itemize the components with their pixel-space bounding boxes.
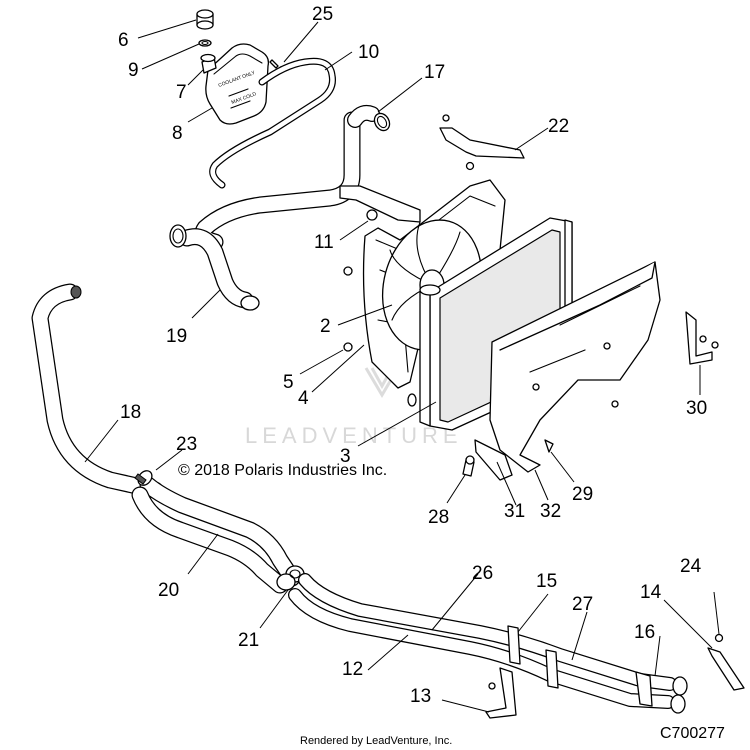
- figure-code: C700277: [660, 725, 725, 742]
- coolant-reservoir: COOLANT ONLY MAX COLD: [200, 43, 270, 125]
- callout-23: 23: [176, 434, 197, 455]
- tube-clamp-27: [545, 649, 559, 689]
- callout-31: 31: [504, 501, 525, 522]
- callout-26: 26: [472, 563, 493, 584]
- fastener-5: [343, 266, 353, 352]
- clip-31: [474, 439, 513, 481]
- hose-clamp-23: [134, 470, 153, 486]
- bracket-30: [685, 311, 719, 365]
- callout-6: 6: [118, 30, 129, 51]
- callout-labels: 25 6 9 10 7 17 8 22 11 19 2 5 4 30 18 3 …: [118, 4, 707, 707]
- callout-28: 28: [428, 507, 449, 528]
- hose-clamp-17: [373, 112, 391, 132]
- bracket-14: [707, 647, 745, 691]
- coolant-tube-12: [288, 588, 688, 714]
- callout-15: 15: [536, 571, 557, 592]
- footer-credit: Rendered by LeadVenture, Inc.: [300, 735, 452, 747]
- callout-11: 11: [314, 232, 334, 253]
- screw-28: [462, 455, 475, 477]
- callout-14: 14: [640, 582, 662, 603]
- hose-bracket: [339, 185, 421, 223]
- tube-clamp-15: [507, 625, 521, 665]
- callout-20: 20: [158, 580, 179, 601]
- mount-bracket-22: [439, 114, 525, 171]
- callout-27: 27: [572, 594, 593, 615]
- callout-17: 17: [424, 62, 445, 83]
- screw-29: [544, 439, 554, 453]
- callout-12: 12: [342, 659, 363, 680]
- watermark-logo: LEADVENTURE: [245, 367, 463, 448]
- callout-25: 25: [312, 4, 333, 25]
- callout-21: 21: [238, 630, 259, 651]
- bolt-24: [714, 633, 724, 643]
- leader-lines: [84, 19, 720, 713]
- tube-clamp-16: [635, 671, 653, 707]
- callout-8: 8: [172, 123, 183, 144]
- callout-16: 16: [634, 622, 655, 643]
- callout-9: 9: [128, 60, 139, 81]
- coolant-pipe-18: [31, 283, 164, 499]
- callout-22: 22: [548, 116, 569, 137]
- radiator-support-shield: [489, 261, 661, 473]
- overflow-hose: [209, 57, 336, 189]
- callout-2: 2: [320, 316, 331, 337]
- lower-radiator-hose: [169, 224, 260, 311]
- callout-24: 24: [680, 556, 702, 577]
- callout-32: 32: [540, 501, 561, 522]
- callout-7: 7: [176, 82, 187, 103]
- copyright-text: © 2018 Polaris Industries Inc.: [178, 462, 387, 479]
- callout-30: 30: [686, 398, 707, 419]
- watermark-text: LEADVENTURE: [245, 423, 463, 448]
- callout-3: 3: [340, 446, 351, 467]
- callout-19: 19: [166, 326, 187, 347]
- upper-coolant-hose: [194, 104, 380, 251]
- coolant-hose-20: [131, 476, 301, 594]
- callout-4: 4: [298, 388, 309, 409]
- o-ring: [198, 39, 212, 47]
- reservoir-cap: [196, 9, 214, 30]
- bracket-13: [485, 667, 517, 719]
- callout-5: 5: [283, 372, 294, 393]
- callout-13: 13: [410, 686, 431, 707]
- callout-29: 29: [572, 484, 593, 505]
- callout-10: 10: [358, 42, 379, 63]
- callout-18: 18: [120, 402, 141, 423]
